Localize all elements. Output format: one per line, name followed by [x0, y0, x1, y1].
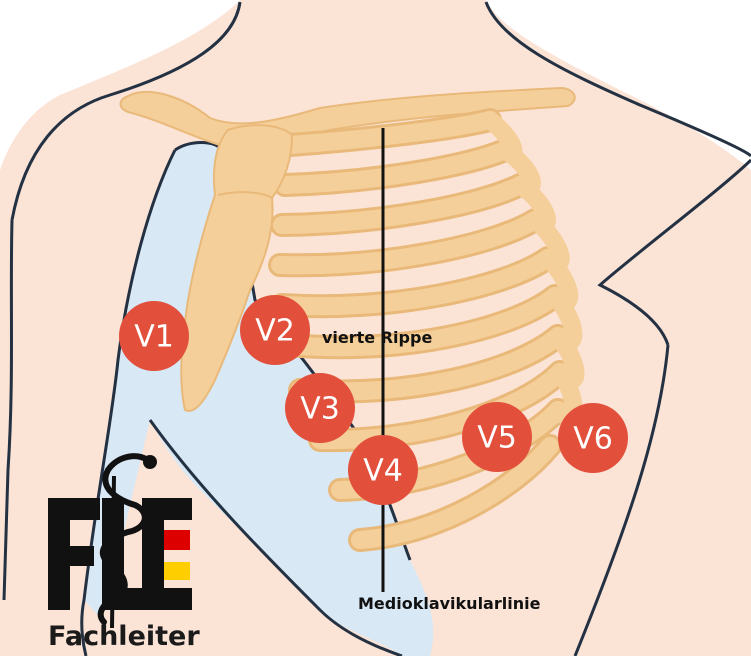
- electrode-label-v6: V6: [573, 422, 613, 457]
- electrode-v1: V1: [119, 301, 189, 371]
- electrode-label-v1: V1: [134, 320, 174, 355]
- electrode-label-v4: V4: [363, 454, 403, 489]
- electrode-v6: V6: [558, 403, 628, 473]
- snake-head-icon: [143, 455, 157, 469]
- logo-brand-text: Fachleiter: [48, 621, 200, 652]
- electrode-v4: V4: [348, 435, 418, 505]
- electrode-label-v2: V2: [255, 314, 295, 349]
- line-label: Medioklavikularlinie: [358, 594, 541, 613]
- electrode-label-v5: V5: [477, 421, 517, 456]
- rib-label: vierte Rippe: [322, 328, 432, 347]
- electrode-label-v3: V3: [300, 392, 340, 427]
- electrode-v2: V2: [240, 295, 310, 365]
- electrode-v3: V3: [285, 373, 355, 443]
- electrode-v5: V5: [462, 402, 532, 472]
- staff-icon: [112, 476, 114, 628]
